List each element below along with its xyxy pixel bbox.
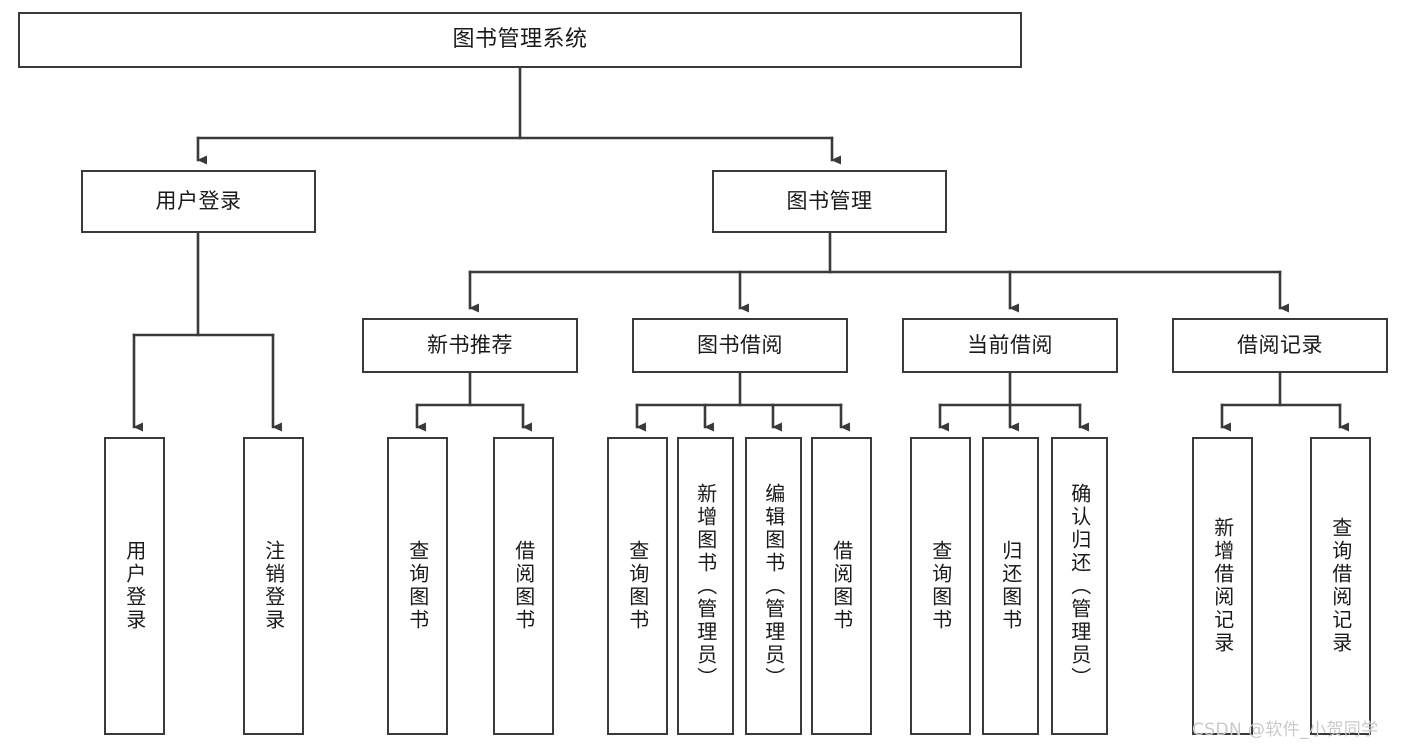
- node-book-management[interactable]: 图书管理: [712, 170, 947, 233]
- node-leaf-current-confirm-return[interactable]: 确认归还（管理员）: [1051, 437, 1108, 735]
- node-leaf-borrow-borrow-book[interactable]: 借阅图书: [811, 437, 872, 735]
- node-current-borrow[interactable]: 当前借阅: [902, 318, 1118, 373]
- csdn-watermark: CSDN @软件_小贺同学: [1192, 720, 1379, 740]
- node-borrow-record[interactable]: 借阅记录: [1172, 318, 1388, 373]
- node-label: 新书推荐: [427, 332, 513, 357]
- node-label: 图书借阅: [697, 332, 783, 357]
- node-leaf-record-query-record[interactable]: 查询借阅记录: [1310, 437, 1371, 735]
- node-label: 借阅图书: [511, 540, 536, 632]
- node-leaf-current-query-book[interactable]: 查询图书: [910, 437, 971, 735]
- node-label: 归还图书: [998, 540, 1023, 632]
- node-label: 查询图书: [405, 540, 430, 632]
- node-leaf-user-login[interactable]: 用户登录: [104, 437, 165, 735]
- node-label: 用户登录: [122, 540, 147, 632]
- node-root-system[interactable]: 图书管理系统: [18, 12, 1022, 68]
- node-label: 借阅记录: [1237, 332, 1323, 357]
- node-leaf-newbook-query-book[interactable]: 查询图书: [387, 437, 448, 735]
- node-leaf-logout[interactable]: 注销登录: [243, 437, 304, 735]
- node-label: 借阅图书: [829, 540, 854, 632]
- node-leaf-borrow-query-book[interactable]: 查询图书: [607, 437, 668, 735]
- node-label: 查询借阅记录: [1328, 517, 1353, 655]
- node-book-borrow[interactable]: 图书借阅: [632, 318, 848, 373]
- node-new-book-recommend[interactable]: 新书推荐: [362, 318, 578, 373]
- node-leaf-newbook-borrow-book[interactable]: 借阅图书: [493, 437, 554, 735]
- node-label: 查询图书: [928, 540, 953, 632]
- node-label: 当前借阅: [967, 332, 1053, 357]
- node-label: 图书管理系统: [452, 26, 588, 52]
- node-label: 查询图书: [625, 540, 650, 632]
- node-leaf-borrow-add-book[interactable]: 新增图书（管理员）: [677, 437, 734, 735]
- node-label: 注销登录: [261, 540, 286, 632]
- node-label: 新增借阅记录: [1210, 517, 1235, 655]
- node-label: 确认归还（管理员）: [1067, 482, 1092, 690]
- node-leaf-borrow-edit-book[interactable]: 编辑图书（管理员）: [745, 437, 802, 735]
- node-label: 图书管理: [786, 188, 873, 213]
- node-leaf-current-return-book[interactable]: 归还图书: [982, 437, 1039, 735]
- node-label: 编辑图书（管理员）: [761, 482, 786, 690]
- node-leaf-record-add-record[interactable]: 新增借阅记录: [1192, 437, 1253, 735]
- node-label: 用户登录: [155, 188, 242, 213]
- node-label: 新增图书（管理员）: [693, 482, 718, 690]
- node-user-login[interactable]: 用户登录: [81, 170, 316, 233]
